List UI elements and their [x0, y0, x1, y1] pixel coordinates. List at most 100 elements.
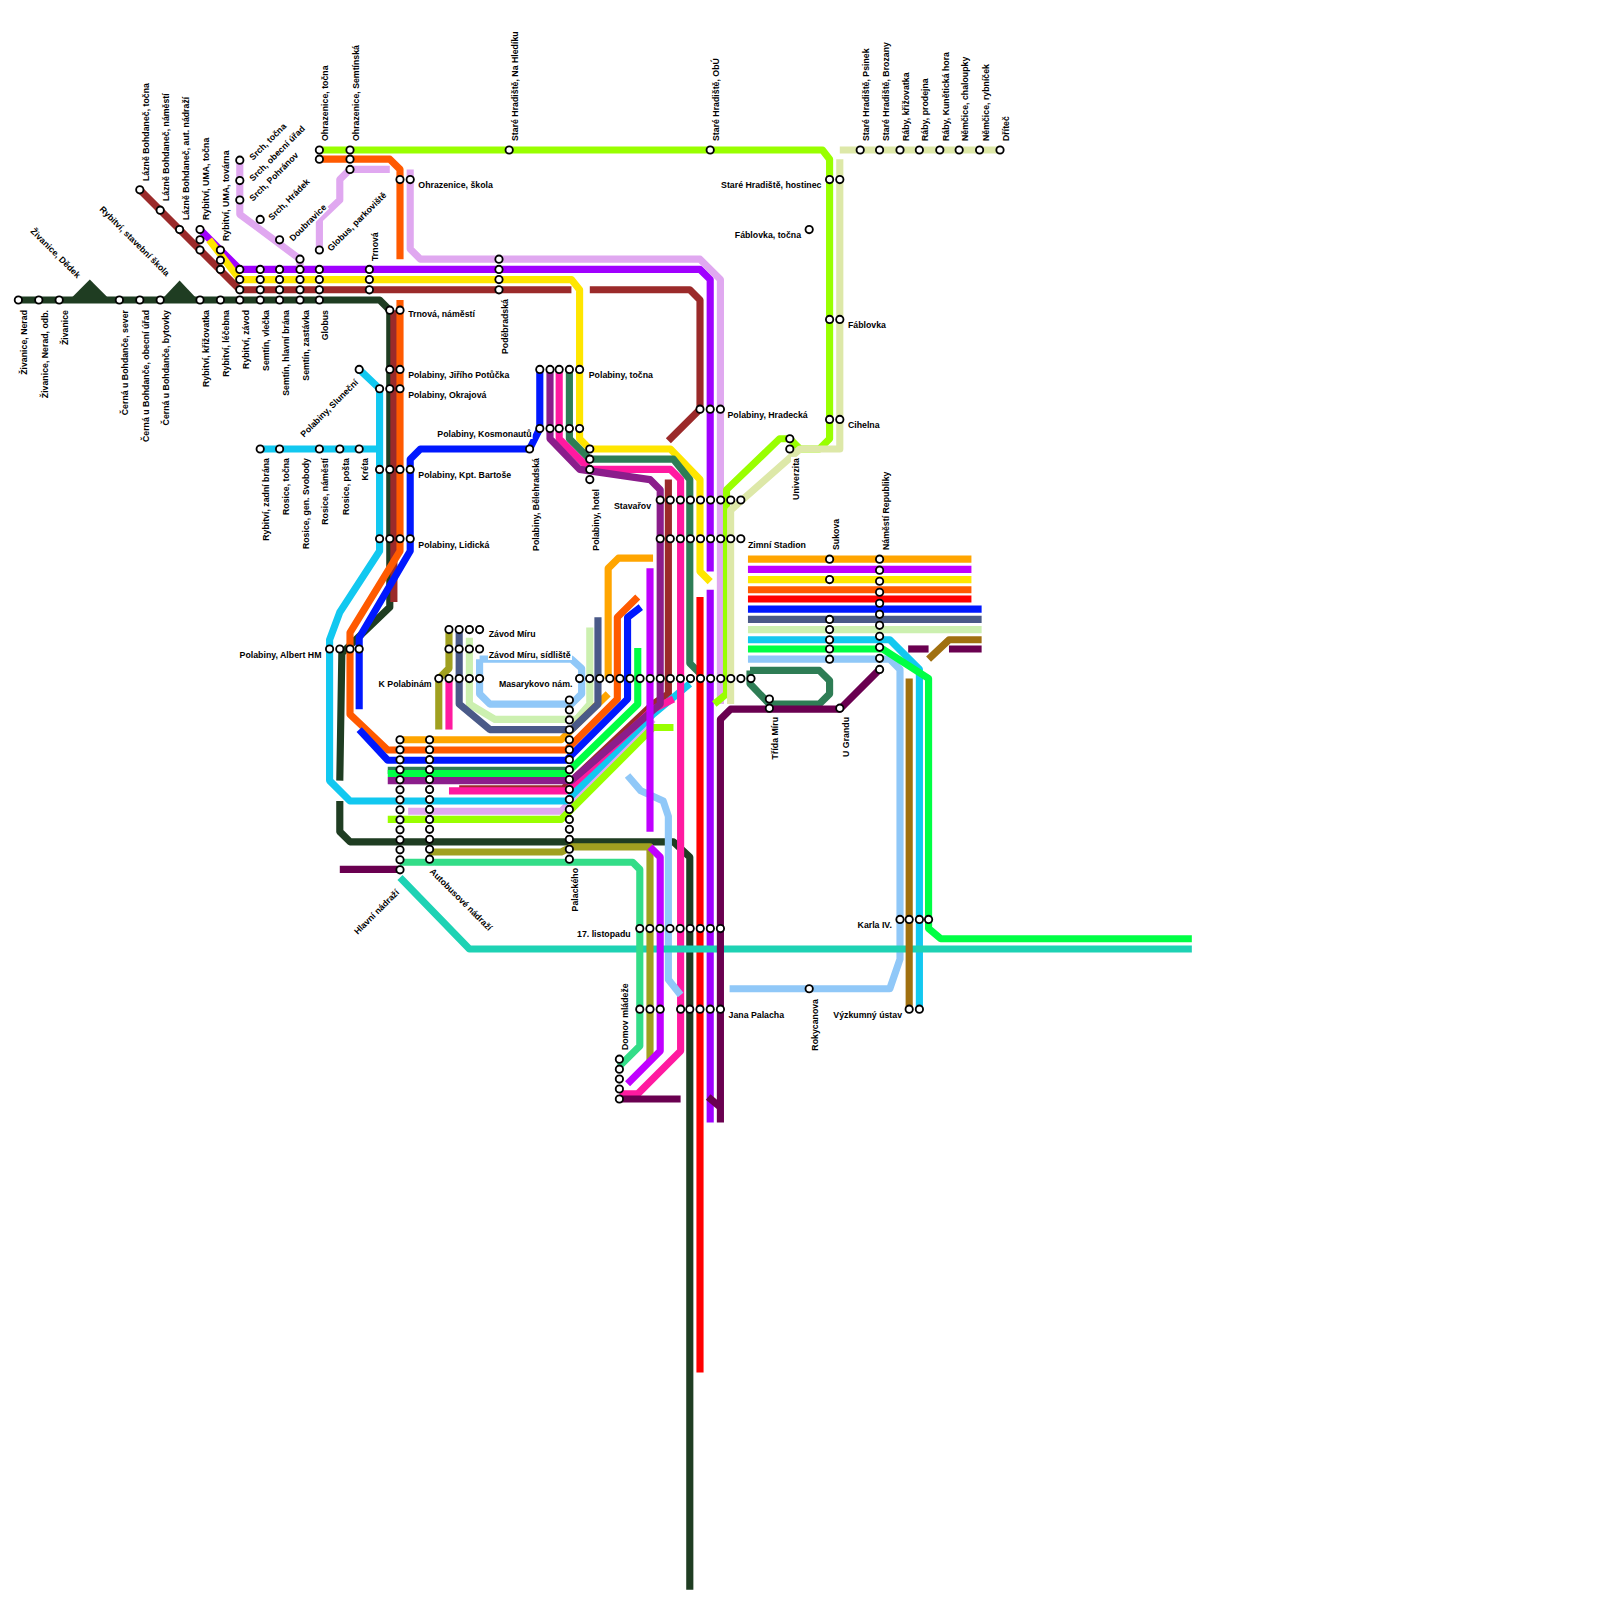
station-label: Rosice, pošta [341, 457, 351, 516]
station-dot [747, 675, 754, 682]
station-label: Závod Míru [488, 629, 537, 639]
station-dot [396, 307, 403, 314]
station-dot [896, 146, 903, 153]
station-label: Dříteč [1001, 115, 1011, 142]
station-dot [495, 266, 502, 273]
station-dot [826, 656, 833, 663]
station-dot [376, 466, 383, 473]
station-dot [566, 756, 573, 763]
station-dot [276, 276, 283, 283]
station-dot [717, 535, 724, 542]
station-dot [876, 666, 883, 673]
station-dot [316, 156, 323, 163]
station-dot [697, 675, 704, 682]
station-dot [257, 216, 264, 223]
station-dot [586, 476, 593, 483]
station-dot [236, 276, 243, 283]
route-line [330, 369, 690, 801]
station-label: Staré Hradiště, Brozany [880, 41, 890, 142]
station-label: Náměstí Republiky [880, 471, 890, 551]
station-dot [196, 226, 203, 233]
station-dot [396, 846, 403, 853]
station-label: Rybitví, UMA, točna [201, 137, 211, 221]
station-dot [346, 166, 353, 173]
station-dot [536, 366, 543, 373]
route-line [748, 616, 982, 623]
station-dot [876, 567, 883, 574]
route-line [908, 645, 928, 652]
station-dot [445, 626, 452, 633]
station-dot [857, 146, 864, 153]
station-label: Karla IV. [857, 920, 893, 930]
station-label: Semtín, vlečka [261, 309, 271, 372]
station-dot [677, 496, 684, 503]
station-dot [876, 578, 883, 585]
station-dot [707, 675, 714, 682]
station-dot [136, 296, 143, 303]
station-label: Lázně Bohdaneč, aut. nádraží [180, 96, 190, 221]
junction-triangle [69, 280, 110, 300]
station-dot [386, 366, 393, 373]
station-label: Polabiny, Okrajová [407, 390, 487, 400]
station-dot [376, 385, 383, 392]
station-dot [396, 806, 403, 813]
route-lines [18, 150, 1191, 1590]
station-dot [426, 736, 433, 743]
station-dot [316, 246, 323, 253]
station-dot [316, 296, 323, 303]
station-dot [806, 226, 813, 233]
station-dot [677, 535, 684, 542]
station-dot [396, 776, 403, 783]
station-dot [586, 456, 593, 463]
station-dot [396, 466, 403, 473]
station-dot [407, 535, 414, 542]
station-dot [396, 816, 403, 823]
station-dot [606, 675, 613, 682]
station-dot [707, 496, 714, 503]
station-dot [707, 1006, 714, 1013]
station-dot [296, 286, 303, 293]
station-dot [217, 266, 224, 273]
station-label: Třída Míru [770, 716, 780, 760]
route-line [459, 617, 598, 729]
station-label: Doubravice [286, 201, 328, 243]
route-line [628, 776, 681, 995]
junction-triangle [161, 281, 198, 300]
station-dot [276, 266, 283, 273]
station-label: Živanice [60, 309, 70, 346]
station-dot [536, 425, 543, 432]
route-line [840, 146, 1000, 153]
route-line [750, 670, 830, 704]
route-line [929, 640, 982, 659]
route-line [445, 679, 452, 730]
route-line [628, 847, 661, 1084]
route-line [340, 801, 690, 1590]
station-dot [836, 416, 843, 423]
route-line [429, 847, 650, 1061]
station-dot [876, 589, 883, 596]
station-label: Zimní Stadion [747, 540, 807, 550]
station-dot [386, 385, 393, 392]
route-line [646, 568, 653, 831]
station-dot [217, 257, 224, 264]
station-dot [566, 826, 573, 833]
station-dot [217, 246, 224, 253]
route-line [748, 576, 971, 583]
station-dot [236, 196, 243, 203]
station-label: Polabiny, Bělehradská [530, 457, 540, 552]
station-dot [196, 296, 203, 303]
station-dot [236, 266, 243, 273]
route-line [949, 645, 982, 652]
station-dot [476, 645, 483, 652]
station-dot [596, 675, 603, 682]
station-dot [326, 645, 333, 652]
station-dot [566, 796, 573, 803]
station-dot [276, 445, 283, 452]
station-dot [717, 675, 724, 682]
station-dot [506, 146, 513, 153]
station-dot [786, 445, 793, 452]
station-dot [696, 1006, 703, 1013]
station-dot [566, 806, 573, 813]
station-dot [316, 146, 323, 153]
station-dot [396, 826, 403, 833]
